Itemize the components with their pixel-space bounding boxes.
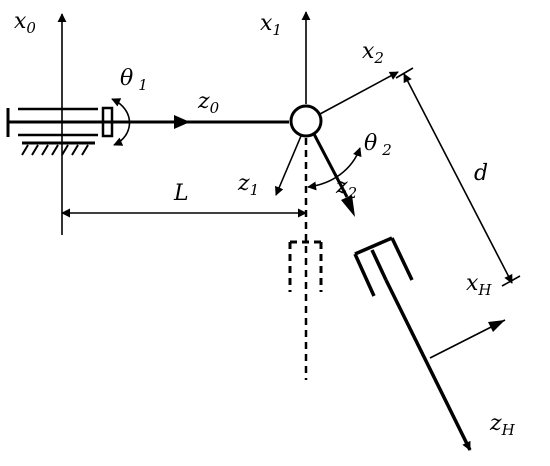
prismatic-gripper bbox=[353, 236, 414, 297]
label-x0: x0 bbox=[14, 9, 36, 37]
reference-ghost-gripper bbox=[288, 240, 323, 292]
label-d: d bbox=[474, 161, 488, 186]
label-xH: xH bbox=[466, 271, 492, 299]
theta2-arrow bbox=[307, 147, 362, 191]
d-dimension-line bbox=[403, 73, 513, 284]
label-z2: z2 bbox=[335, 174, 357, 202]
joint2-circle bbox=[289, 104, 323, 138]
label-x2: x2 bbox=[362, 39, 384, 67]
zH-axis bbox=[384, 279, 472, 451]
label-z1: z1 bbox=[237, 171, 259, 199]
label-L: L bbox=[173, 181, 189, 206]
z2-link bbox=[312, 133, 349, 198]
d-extension-top bbox=[395, 67, 414, 79]
label-z0: z0 bbox=[197, 89, 220, 117]
label-zH: zH bbox=[489, 411, 516, 439]
label-x1: x1 bbox=[260, 11, 282, 39]
xH-arrow bbox=[488, 320, 505, 332]
z1-axis bbox=[275, 135, 302, 196]
z2-arrow bbox=[341, 195, 355, 217]
x2-axis bbox=[319, 71, 399, 115]
z0-arrow bbox=[174, 115, 190, 129]
